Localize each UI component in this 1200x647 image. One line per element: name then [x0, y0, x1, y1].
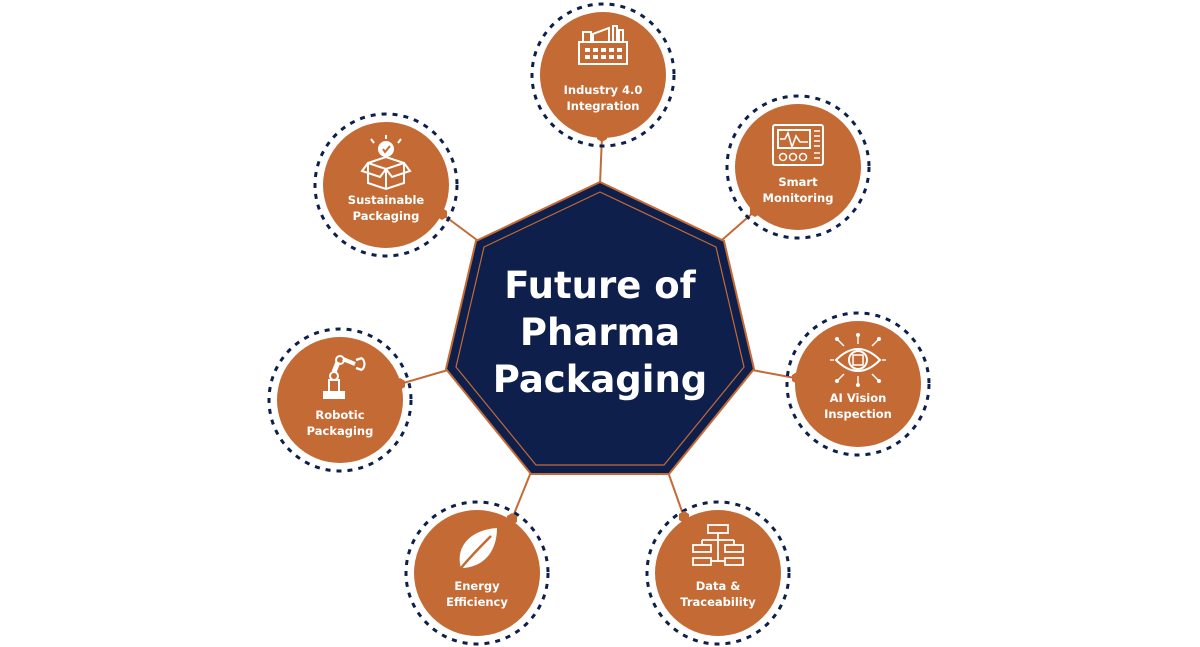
label-line1: Sustainable: [347, 193, 425, 207]
connector-industry: [599, 135, 603, 185]
hex-dot-smart: [750, 205, 760, 217]
dashed-ring: [404, 500, 550, 646]
label-line1: Robotic: [315, 408, 365, 422]
robot-arm-icon: [323, 355, 366, 399]
dashed-ring: [725, 94, 871, 240]
node-industry: [530, 2, 676, 148]
node-circle: [277, 337, 403, 463]
factory-icon: [578, 25, 628, 65]
label-line1: Data &: [695, 579, 741, 593]
dashed-ring: [313, 112, 459, 258]
eye-chip-icon: [830, 333, 886, 387]
dashed-ring: [645, 500, 791, 646]
node-circle: [735, 104, 861, 230]
connector-smart: [721, 210, 756, 241]
center-heptagon: [444, 180, 756, 475]
label-data: Data & Traceability: [653, 578, 783, 610]
label-line1: Industry 4.0: [563, 83, 643, 97]
center-title-line1: Future of: [504, 264, 696, 307]
hex-dot-energy: [507, 513, 517, 525]
dashed-ring: [267, 327, 413, 473]
connector-robotic: [399, 369, 449, 385]
network-icon: [692, 524, 744, 566]
label-line1: AI Vision: [829, 391, 887, 405]
node-circle: [414, 510, 540, 636]
label-line2: Inspection: [824, 407, 892, 421]
hex-dot-sustainable: [437, 208, 447, 220]
hex-dot-industry: [597, 130, 607, 142]
node-energy: [404, 500, 550, 646]
node-data: [645, 500, 791, 646]
hex-dot-ai: [792, 372, 802, 384]
label-line1: Smart: [778, 175, 818, 189]
dashed-ring: [530, 2, 676, 148]
connectors: [399, 135, 796, 520]
label-line2: Traceability: [680, 595, 756, 609]
node-circle: [540, 12, 666, 138]
label-line2: Packaging: [352, 209, 420, 223]
label-line2: Packaging: [306, 424, 374, 438]
dashed-ring: [785, 311, 931, 457]
label-line1: Energy: [454, 579, 500, 593]
label-line2: Efficiency: [446, 595, 508, 609]
hex-dot-data: [679, 511, 689, 523]
box-check-icon: [360, 135, 412, 191]
center-heptagon-inner: [455, 191, 745, 466]
node-smart: [725, 94, 871, 240]
label-smart: Smart Monitoring: [733, 174, 863, 206]
monitor-icon: [772, 124, 824, 166]
label-industry: Industry 4.0 Integration: [538, 82, 668, 114]
label-line2: Monitoring: [762, 191, 834, 205]
hex-dots: [395, 130, 802, 525]
node-circle: [655, 510, 781, 636]
label-line2: Integration: [566, 99, 640, 113]
node-robotic: [267, 327, 413, 473]
hex-dot-robotic: [395, 378, 405, 390]
connector-energy: [511, 471, 532, 520]
leaf-icon: [459, 528, 497, 569]
label-energy: Energy Efficiency: [412, 578, 542, 610]
center-title-line3: Packaging: [492, 358, 708, 401]
center-title-line2: Pharma: [519, 311, 681, 354]
label-robotic: Robotic Packaging: [275, 407, 405, 439]
connector-ai: [751, 369, 796, 379]
connector-data: [667, 471, 685, 518]
center-title: Future of Pharma Packaging: [455, 262, 745, 403]
label-sustainable: Sustainable Packaging: [321, 192, 451, 224]
label-ai: AI Vision Inspection: [793, 390, 923, 422]
